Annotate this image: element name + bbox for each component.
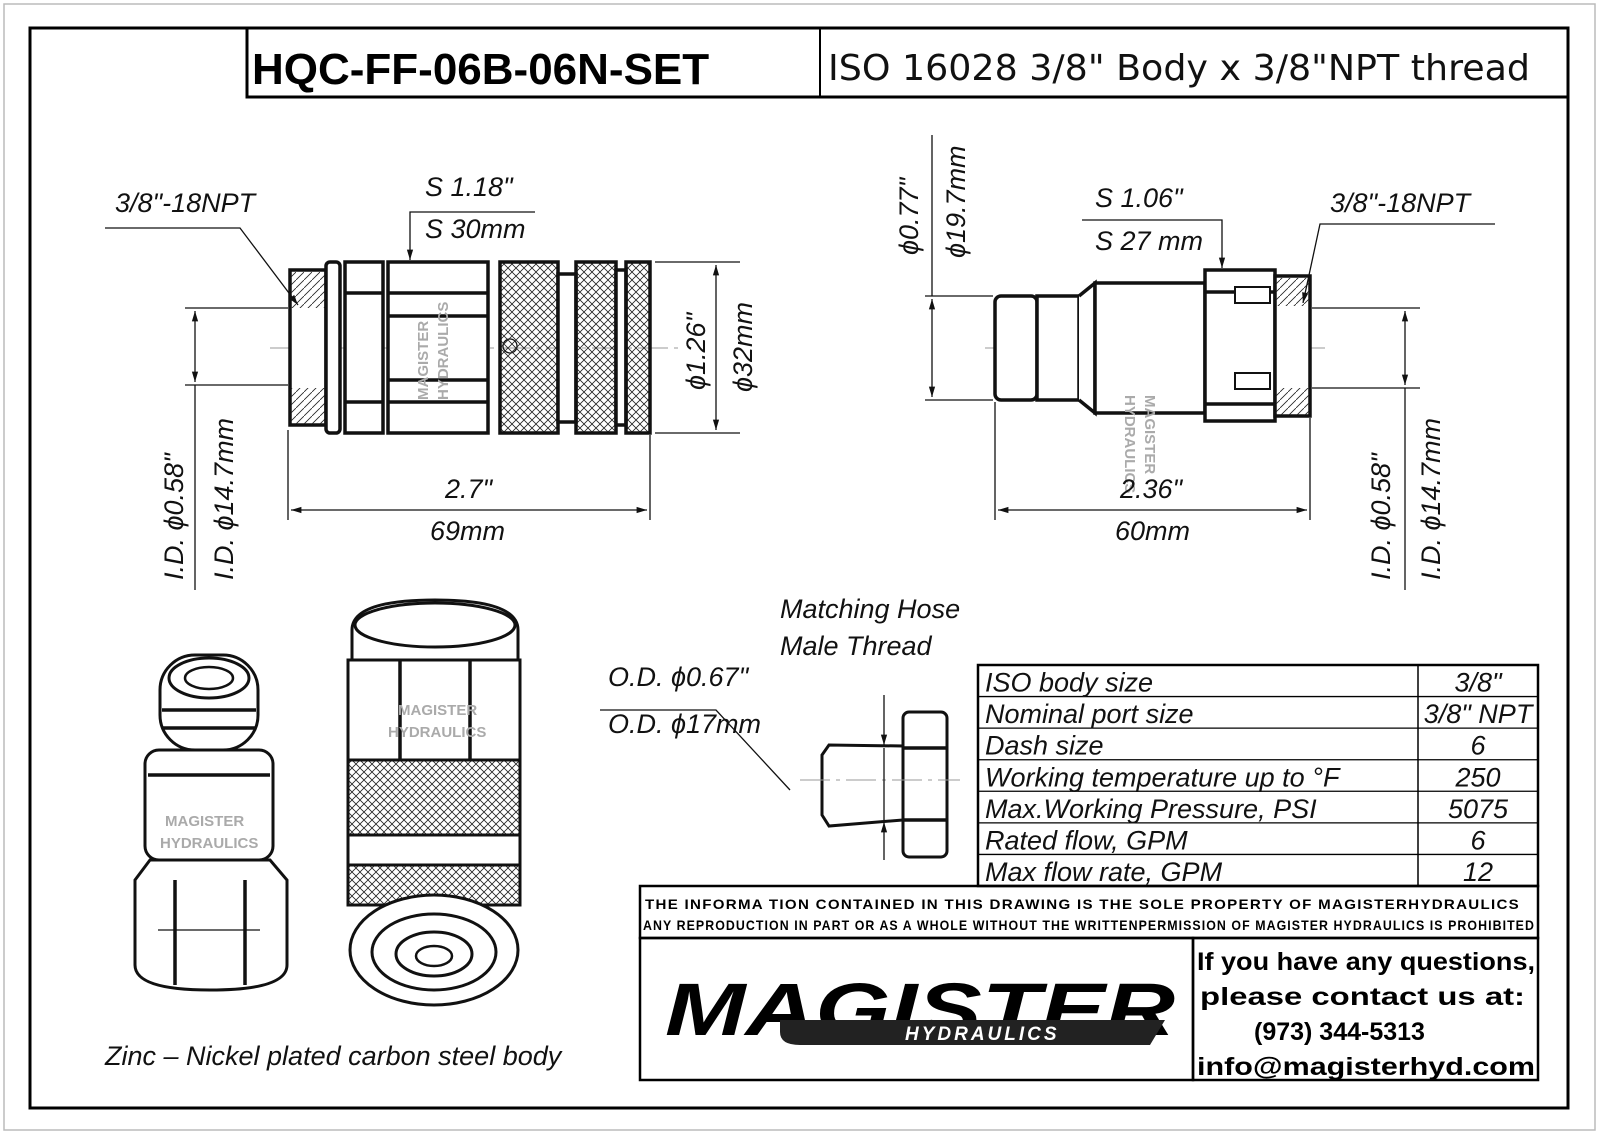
male-thread-label: 3/8"-18NPT	[1330, 188, 1473, 218]
spec-label: ISO body size	[985, 668, 1153, 698]
spec-value: 250	[1454, 762, 1500, 792]
female-hex-mm: S 30mm	[425, 214, 526, 244]
hose-thread-view: Matching Hose Male Thread O.D. ϕ0.67" O.…	[600, 594, 960, 860]
male-nipple-view: MAGISTER HYDRAULICS ϕ0.77" ϕ19.7mm S 1.0…	[894, 135, 1495, 590]
contact-email[interactable]: info@magisterhyd.com	[1197, 1053, 1535, 1081]
watermark-line-2: HYDRAULICS	[388, 724, 486, 741]
female-thread-label: 3/8"-18NPT	[115, 188, 258, 218]
watermark-line-1: MAGISTER	[415, 321, 432, 400]
spec-value: 3/8" NPT	[1424, 699, 1535, 729]
male-nipple-render: MAGISTER HYDRAULICS	[133, 653, 289, 992]
watermark-line-1: MAGISTER	[165, 813, 244, 830]
spec-value: 3/8"	[1454, 668, 1503, 698]
spec-label: Max flow rate, GPM	[985, 857, 1223, 887]
female-od-mm: ϕ32mm	[728, 302, 758, 392]
part-number: HQC-FF-06B-06N-SET	[252, 45, 709, 94]
female-id-in: I.D. ϕ0.58"	[159, 452, 189, 580]
spec-value: 6	[1470, 825, 1486, 855]
spec-table: ISO body size 3/8" Nominal port size 3/8" N…	[976, 663, 1540, 888]
company-logo: MAGISTER HYDRAULICS	[638, 936, 1195, 1082]
female-coupler-render: MAGISTER HYDRAULICS	[346, 598, 522, 1007]
contact-box: If you have any questions, please contac…	[1191, 936, 1540, 1082]
logo-subtitle: HYDRAULICS	[905, 1024, 1060, 1045]
spec-label: Rated flow, GPM	[985, 825, 1188, 855]
watermark-line-2: HYDRAULICS	[160, 835, 258, 852]
disclaimer-line-1: THE INFORMA TION CONTAINED IN THIS DRAWI…	[645, 896, 1520, 912]
disclaimer-line-2: ANY REPRODUCTION IN PART OR AS A WHOLE W…	[643, 917, 1535, 933]
male-od-mm: ϕ19.7mm	[941, 145, 971, 258]
title-block: HQC-FF-06B-06N-SET ISO 16028 3/8" Body x…	[245, 26, 1570, 99]
male-hex-in: S 1.06"	[1095, 183, 1184, 213]
male-id-mm: I.D. ϕ14.7mm	[1416, 418, 1446, 580]
hose-thread-title-1: Matching Hose	[780, 594, 960, 624]
outer-border	[3, 3, 1596, 1131]
spec-value: 6	[1470, 731, 1486, 761]
female-hex-in: S 1.18"	[425, 172, 514, 202]
watermark-line-2: HYDRAULICS	[435, 302, 452, 400]
male-length-mm: 60mm	[1115, 516, 1190, 546]
part-description: ISO 16028 3/8" Body x 3/8"NPT thread	[828, 48, 1530, 89]
male-id-in: I.D. ϕ0.58"	[1366, 452, 1396, 580]
spec-label: Max.Working Pressure, PSI	[985, 794, 1317, 824]
watermark-line-2: HYDRAULICS	[1121, 395, 1138, 493]
female-length-mm: 69mm	[430, 516, 505, 546]
hose-od-mm: O.D. ϕ17mm	[608, 709, 761, 739]
spec-label: Nominal port size	[985, 699, 1194, 729]
spec-label: Dash size	[985, 731, 1104, 761]
female-od-in: ϕ1.26"	[681, 311, 711, 390]
disclaimer-box: THE INFORMA TION CONTAINED IN THIS DRAWI…	[638, 884, 1540, 940]
hose-thread-title-2: Male Thread	[780, 631, 933, 661]
spec-value: 5075	[1448, 794, 1509, 824]
watermark-line-1: MAGISTER	[1141, 395, 1158, 474]
female-coupler-view: MAGISTER HYDRAULICS 3/8"-18NPT S 1.18" S…	[105, 172, 758, 590]
contact-line-1: If you have any questions,	[1197, 948, 1535, 976]
watermark-line-1: MAGISTER	[398, 702, 477, 719]
spec-label: Working temperature up to °F	[985, 762, 1341, 792]
contact-line-2: please contact us at:	[1200, 983, 1525, 1011]
female-length-in: 2.7"	[444, 474, 494, 504]
material-note: Zinc – Nickel plated carbon steel body	[104, 1041, 563, 1071]
male-hex-mm: S 27 mm	[1095, 226, 1203, 256]
male-length-in: 2.36"	[1119, 474, 1184, 504]
male-od-in: ϕ0.77"	[894, 176, 924, 255]
hose-od-in: O.D. ϕ0.67"	[608, 662, 750, 692]
female-id-mm: I.D. ϕ14.7mm	[209, 418, 239, 580]
spec-value: 12	[1463, 857, 1493, 887]
contact-phone[interactable]: (973) 344-5313	[1254, 1018, 1425, 1046]
